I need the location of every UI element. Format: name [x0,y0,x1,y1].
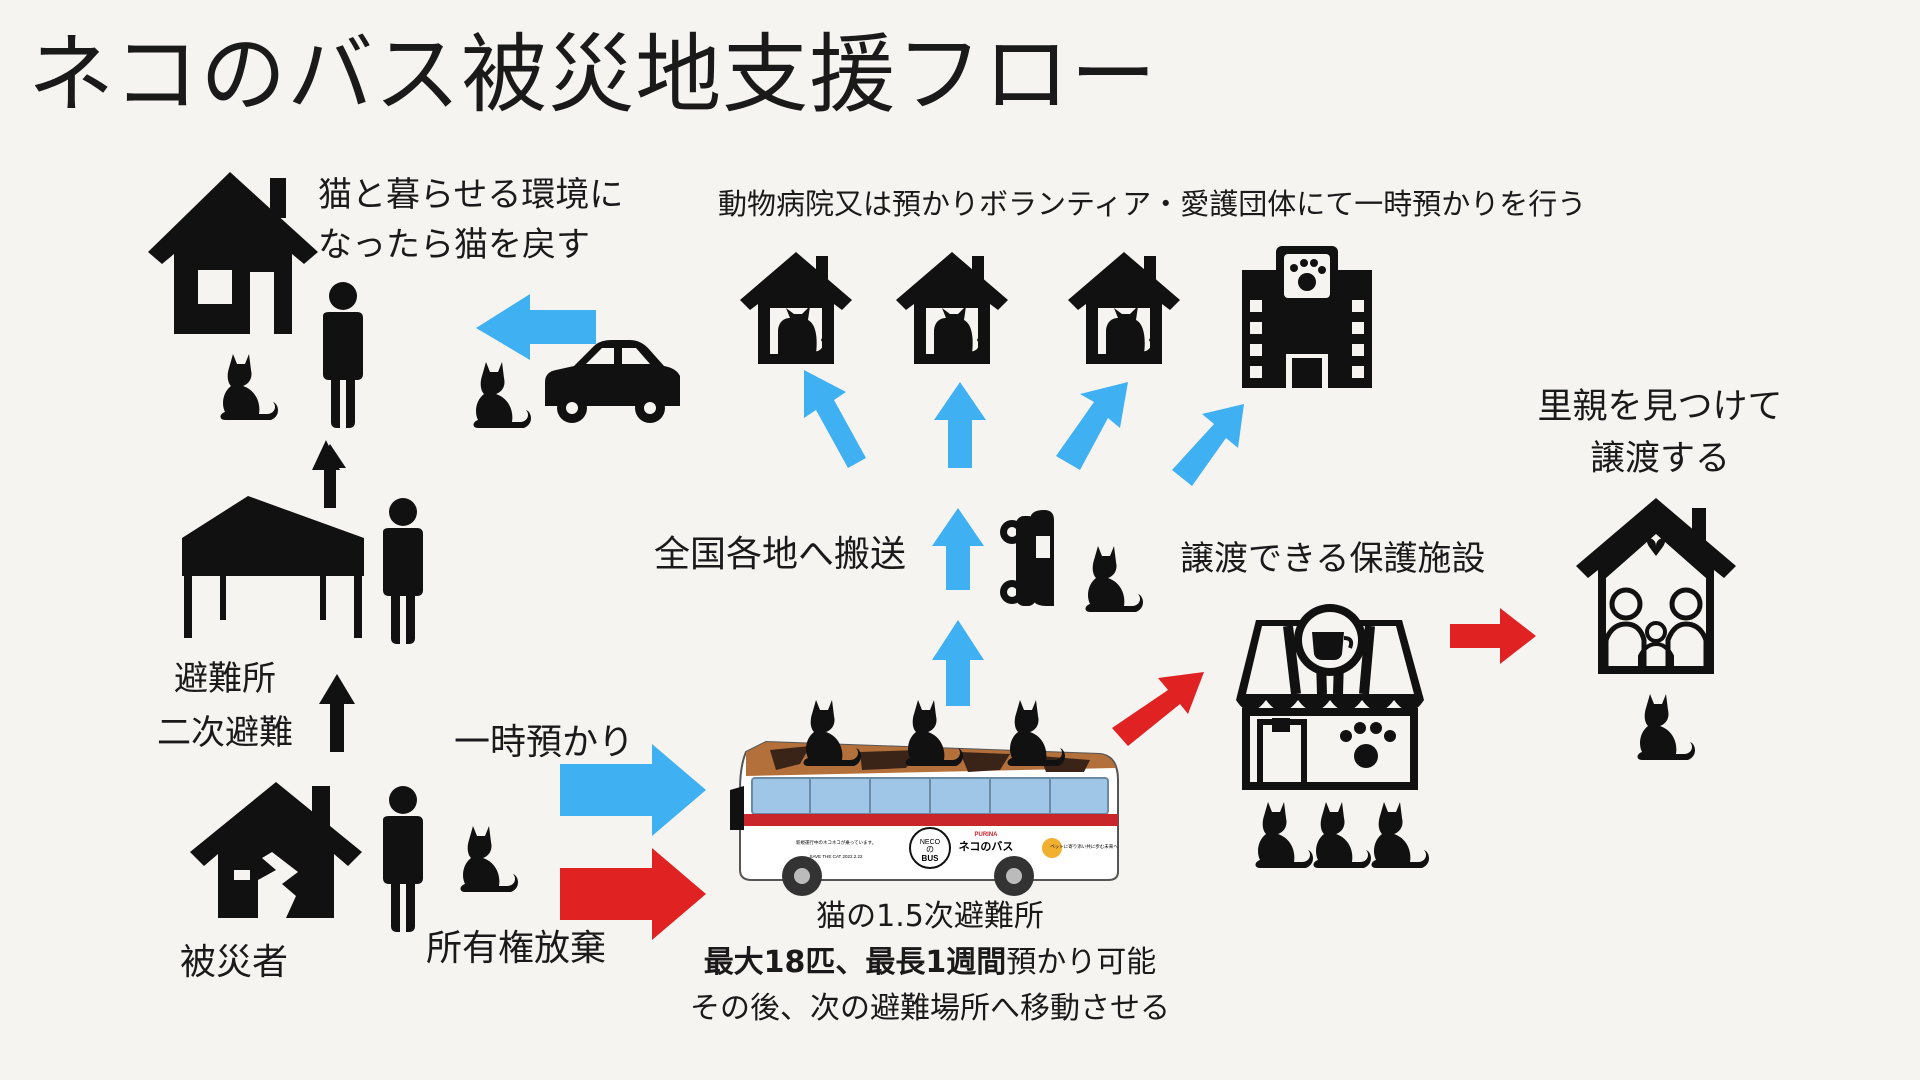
family-house-icon [1576,498,1736,674]
arrow-temp-care [560,744,706,836]
arrow-foster-3 [1056,382,1128,470]
person-icon [323,282,363,428]
label-bus-2-bold: 最大18匹、最長1週間 [703,945,1007,980]
bus-slogan: ペットに寄り添い共に歩む未来へ [1050,843,1118,850]
bus-save-text: SAVE THE CAT 2022.2.22 [810,854,863,859]
arrow-up-transport [932,508,984,590]
label-transport: 全国各地へ搬送 [654,534,907,575]
arrow-foster-1 [804,370,866,468]
label-foster-family-1: 里親を見つけて [1537,387,1783,427]
arrow-up-bus [932,620,984,706]
cat-icon [1371,802,1429,868]
cat-house-icon [1068,252,1180,364]
arrow-up-shelter [330,700,344,752]
label-return-home-2: なったら猫を戻す [318,225,590,265]
home-icon [148,172,318,334]
cat-icon [1637,694,1695,760]
person-icon [383,498,423,644]
car-icon [545,340,680,423]
label-foster-family-2: 譲渡する [1589,439,1730,479]
page-title: ネコのバス被災地支援フロー [28,25,1158,125]
label-bus-2-rest: 預かり可能 [1006,945,1157,980]
arrow-up-home [324,466,336,508]
tent-icon [182,496,364,638]
cat-house-icon [740,252,852,364]
bus-logo-mid: の [926,845,934,854]
bus-logo-bottom: BUS [922,854,940,863]
cat-house-icon [896,252,1008,364]
label-temp-care: 一時預かり [454,722,635,763]
car-icon [1000,510,1054,606]
cat-cafe-icon [1236,604,1424,790]
bus-logo-top: NECO [920,839,941,846]
label-return-home-1: 猫と暮らせる環境に [318,175,624,215]
label-bus-1: 猫の1.5次避難所 [816,899,1044,934]
bus-icon[interactable]: NECO の BUS PURINA ネコのバス 新規運行中のネコネコが乗っていま… [730,740,1119,896]
label-adoption-facility: 譲渡できる保護施設 [1180,539,1486,579]
arrow-to-facility [1112,672,1204,746]
label-renounce: 所有権放棄 [426,928,607,969]
bus-name: ネコのバス [959,840,1014,853]
cat-icon [460,826,518,892]
arrow-foster-2 [934,382,986,468]
label-victim: 被災者 [180,942,289,983]
bus-brand: PURINA [974,832,998,838]
cat-icon [220,354,278,420]
cat-icon [1255,802,1313,868]
arrow-foster-4 [1172,404,1244,486]
arrow-renounce [560,848,706,940]
damaged-house-icon [190,782,362,918]
label-bus-3: その後、次の避難場所へ移動させる [690,991,1170,1026]
label-shelter-1: 避難所 [174,659,276,699]
bus-side-text: 新規運行中のネコネコが乗っています。 [796,839,876,846]
arrow-to-family [1450,608,1536,664]
animal-hospital-icon [1242,246,1372,388]
label-bus-2: 最大18匹、最長1週間預かり可能 [620,944,1240,982]
arrow-return [476,294,596,360]
cat-icon [1085,546,1143,612]
cat-icon [473,362,531,428]
person-icon [383,786,423,932]
label-shelter-2: 二次避難 [157,713,293,753]
label-foster-top: 動物病院又は預かりボランティア・愛護団体にて一時預かりを行う [718,187,1587,221]
cat-icon [1313,802,1371,868]
